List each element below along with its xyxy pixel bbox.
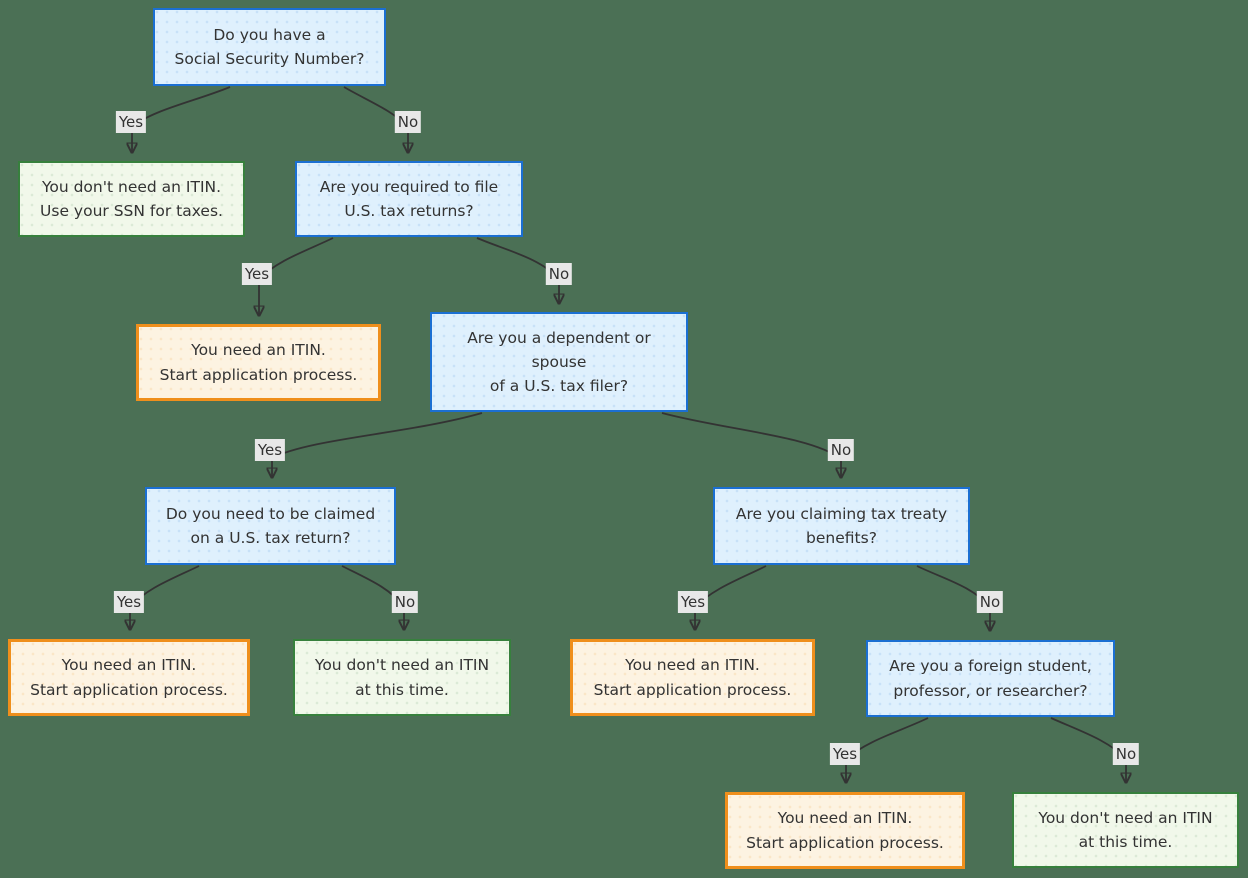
edge-ssn-yes — [132, 86, 231, 152]
node-text: Are you a foreign student, professor, or… — [889, 657, 1092, 700]
node-question-claimed: Do you need to be claimed on a U.S. tax … — [145, 487, 396, 565]
edge-label-no: No — [827, 439, 855, 461]
node-result-need-itin-4: You need an ITIN. Start application proc… — [725, 792, 965, 869]
node-result-not-now-2: You don't need an ITIN at this time. — [1012, 792, 1239, 868]
node-text: You need an ITIN. Start application proc… — [159, 341, 358, 384]
node-question-tax-treaty: Are you claiming tax treaty benefits? — [713, 487, 970, 565]
node-text: Do you need to be claimed on a U.S. tax … — [165, 504, 376, 547]
node-text: You need an ITIN. Start application proc… — [593, 656, 792, 699]
edge-label-yes: Yes — [115, 111, 147, 133]
edge-label-yes: Yes — [829, 743, 861, 765]
node-text: You need an ITIN. Start application proc… — [746, 809, 944, 852]
node-result-need-itin-2: You need an ITIN. Start application proc… — [8, 639, 250, 716]
edge-dependent-yes — [272, 412, 483, 477]
node-result-not-now-1: You don't need an ITIN at this time. — [293, 639, 511, 716]
node-result-need-itin-3: You need an ITIN. Start application proc… — [570, 639, 815, 716]
edge-label-yes: Yes — [677, 591, 709, 613]
node-question-foreign-student: Are you a foreign student, professor, or… — [866, 640, 1115, 717]
node-text: You don't need an ITIN. Use your SSN for… — [40, 177, 223, 220]
node-text: You don't need an ITIN at this time. — [1038, 808, 1213, 851]
edge-label-no: No — [1112, 743, 1140, 765]
edge-label-no: No — [976, 591, 1004, 613]
edge-label-no: No — [394, 111, 422, 133]
node-text: Do you have a Social Security Number? — [174, 25, 365, 68]
node-text: Are you claiming tax treaty benefits? — [735, 504, 948, 547]
edge-label-no: No — [545, 263, 573, 285]
node-text: Are you a dependent or spouse of a U.S. … — [467, 328, 651, 395]
node-text: You don't need an ITIN at this time. — [314, 656, 490, 699]
node-question-ssn: Do you have a Social Security Number? — [153, 8, 386, 86]
node-text: You need an ITIN. Start application proc… — [30, 656, 228, 699]
edge-label-yes: Yes — [254, 439, 286, 461]
node-question-dependent-spouse: Are you a dependent or spouse of a U.S. … — [430, 312, 688, 412]
node-text: Are you required to file U.S. tax return… — [319, 177, 499, 220]
edge-label-yes: Yes — [241, 263, 273, 285]
edge-label-no: No — [391, 591, 419, 613]
node-result-need-itin-1: You need an ITIN. Start application proc… — [136, 324, 381, 401]
node-question-file-returns: Are you required to file U.S. tax return… — [295, 161, 523, 237]
edge-dependent-no — [661, 412, 841, 477]
node-result-use-ssn: You don't need an ITIN. Use your SSN for… — [18, 161, 245, 237]
edge-label-yes: Yes — [113, 591, 145, 613]
